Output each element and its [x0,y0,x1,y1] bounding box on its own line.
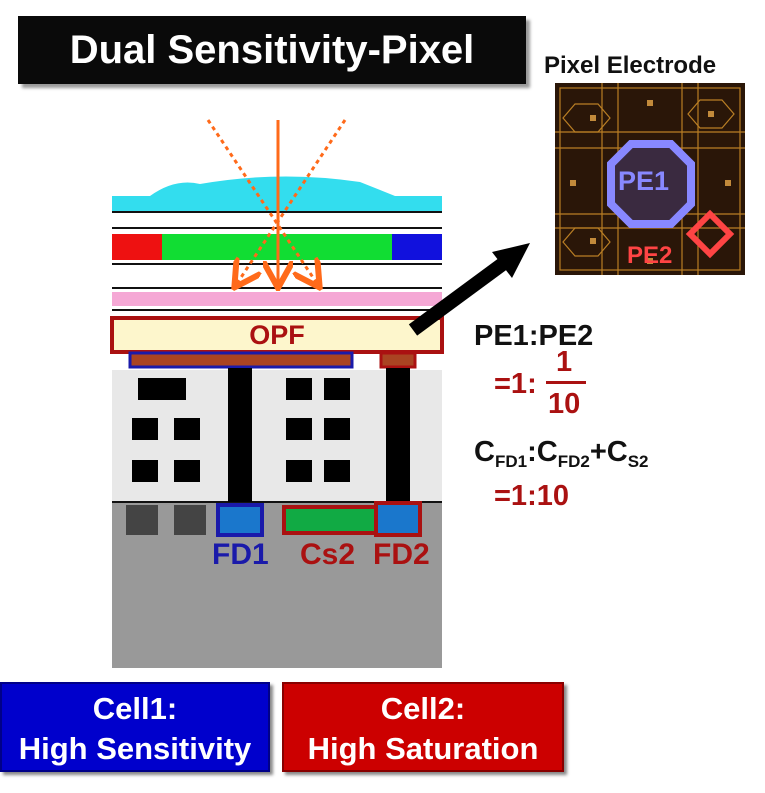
pixel-electrode-title: Pixel Electrode [544,52,717,79]
pixel-electrode-image [555,83,745,275]
pe-ratio-label: PE1:PE2 [474,320,594,352]
cs2-region [282,505,378,535]
page-title: Dual Sensitivity-Pixel [69,28,475,72]
cell1-desc: High Sensitivity [18,731,252,766]
cell2-box: Cell2: High Saturation [282,682,564,772]
fraction-bar [546,381,586,384]
pe-numerator: 1 [556,346,573,378]
pe2-electrode [379,351,417,369]
cell1-box: Cell1: High Sensitivity [0,682,270,772]
pe-eq-prefix: =1: [494,368,537,400]
pe1-label: PE1 [618,166,670,196]
blue-filter [392,234,442,260]
cell2-desc: High Saturation [307,731,539,766]
via-2 [386,368,410,502]
pe-denominator: 10 [548,388,581,420]
pe1-octagon [607,140,695,228]
capacitance-ratio-label: CFD1:CFD2+CS2 [474,436,649,471]
pe2-diamond [685,209,735,259]
fd1-region [216,503,264,537]
fd2-label: FD2 [373,538,430,571]
title-box [18,16,526,84]
fd2-region [374,501,422,537]
metal-blocks [132,378,350,482]
pe2-label: PE2 [627,242,673,269]
pink-layer [112,292,442,306]
pointer-arrow [408,243,530,336]
gate-1 [126,505,158,535]
opf-label: OPF [249,320,305,350]
cell2-title: Cell2: [380,691,466,726]
via-1 [228,368,252,502]
fd1-label: FD1 [212,538,269,571]
gate-2 [174,505,206,535]
light-rays [206,119,347,285]
cell1-title: Cell1: [92,691,178,726]
cs2-label: Cs2 [300,538,356,571]
red-filter [112,234,162,260]
pe1-electrode [128,351,354,369]
opf-layer [110,316,444,354]
capacitance-eq: =1:10 [494,480,569,512]
